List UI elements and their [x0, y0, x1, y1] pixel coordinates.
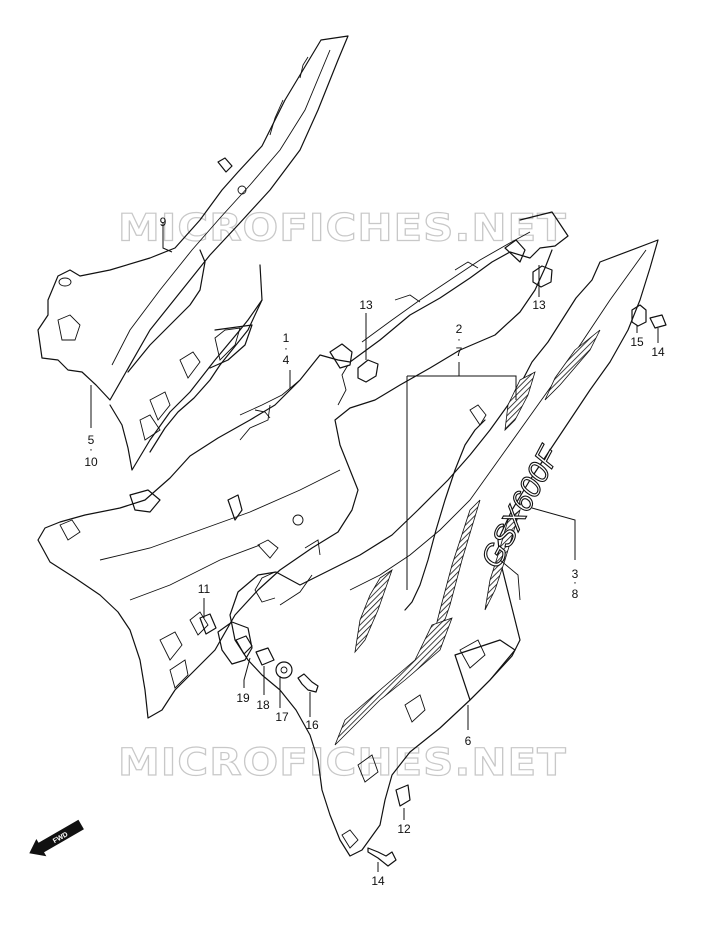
collar-18: [255, 647, 275, 666]
watermark-bottom: MICROFICHES.NET: [118, 741, 567, 785]
callout-14-bottom: 14: [371, 874, 385, 888]
callout-6: 6: [465, 734, 472, 748]
callout-16: 16: [305, 718, 319, 732]
callout-9: 9: [160, 215, 167, 229]
callout-7: 7: [456, 345, 463, 359]
callout-2: 2: [456, 322, 463, 336]
callout-1: 1: [283, 331, 290, 345]
callout-separator-2-7: ·: [457, 332, 461, 346]
callout-separator-3-8: ·: [573, 575, 577, 589]
upper-frame-cover-part: [37, 35, 349, 471]
clip-12: [395, 784, 411, 807]
screw-14-right: [649, 314, 667, 329]
callout-15: 15: [630, 335, 644, 349]
callout-8: 8: [572, 587, 579, 601]
callout-10: 10: [84, 455, 98, 469]
callout-14-right: 14: [651, 345, 665, 359]
fwd-arrow-icon: FWD: [29, 819, 84, 857]
callout-3: 3: [572, 567, 579, 581]
callouts: 1 · 4 2 · 7 3 · 8 5 · 10 9 6 11 12 13 13…: [84, 215, 665, 888]
collar-15: [631, 304, 647, 327]
watermark-top: MICROFICHES.NET: [118, 206, 567, 250]
callout-18: 18: [256, 698, 270, 712]
callout-17: 17: [275, 710, 289, 724]
callout-13-left: 13: [359, 298, 373, 312]
grommet-13-right: [532, 265, 553, 288]
callout-separator-1-4: ·: [284, 341, 288, 355]
hardware: [199, 265, 667, 867]
callout-12: 12: [397, 822, 411, 836]
callout-4: 4: [283, 353, 290, 367]
bushing-19: [235, 635, 253, 655]
clip-11: [199, 613, 217, 635]
callout-separator-5-10: ·: [89, 442, 93, 456]
fwd-label: FWD: [52, 831, 69, 845]
decal-text: GSX600F: [475, 440, 567, 573]
bolt-14-bottom: [367, 847, 397, 867]
callout-13-right: 13: [532, 298, 546, 312]
washer-17: [275, 661, 293, 679]
callout-11: 11: [198, 582, 211, 596]
bolt-16: [297, 673, 319, 693]
callout-5: 5: [88, 433, 95, 447]
leader-lines: [90, 222, 659, 872]
left-side-cover-part: [37, 211, 569, 719]
callout-19: 19: [236, 691, 250, 705]
bracket: [217, 621, 253, 665]
grommet-13-left: [357, 359, 379, 383]
